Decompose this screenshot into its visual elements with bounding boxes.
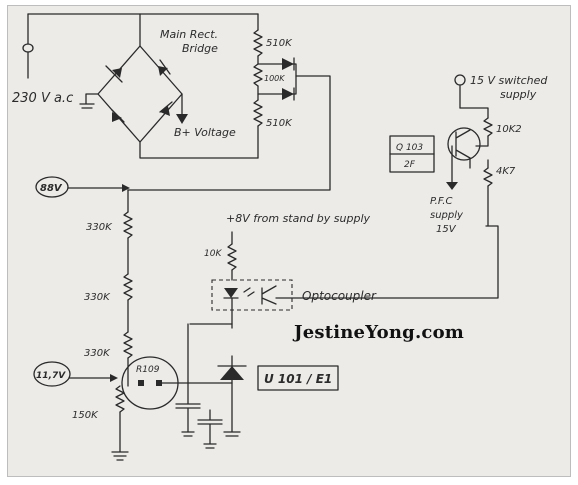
pfc-label-1: P.F.C (430, 196, 452, 207)
r-4k7-label: 4K7 (496, 166, 516, 177)
r-10k2-label: 10K2 (496, 124, 522, 135)
r-330k-3-label: 330K (84, 348, 111, 359)
divider-chain-left (111, 189, 133, 461)
pfc-label-3: 15V (436, 224, 457, 235)
r-510k-top-label: 510K (266, 38, 293, 49)
divider-chain-top (127, 13, 331, 191)
pfc-label-2: supply (430, 210, 464, 221)
r-100k-label: 100K (264, 74, 285, 83)
bridge-rectifier (79, 13, 259, 159)
voltage-117-arrow (33, 361, 118, 387)
q103-code: 2F (404, 160, 416, 170)
rect-label-2: Bridge (182, 42, 218, 55)
r-150k-label: 150K (72, 410, 99, 421)
r-10k-label: 10K (204, 249, 222, 259)
top-rail (22, 13, 259, 79)
capacitors (175, 323, 233, 449)
ac-input-label: 230 V a.c (12, 91, 73, 106)
q103-name: Q 103 (396, 143, 423, 153)
switched-label-1: 15 V switched (470, 74, 548, 87)
standby-branch (211, 231, 293, 437)
voltage-88-arrow (35, 176, 130, 198)
r-330k-1-label: 330K (86, 222, 113, 233)
switched-label-2: supply (500, 88, 537, 101)
r-510k-bot-label: 510K (266, 118, 293, 129)
optocoupler-label: Optocoupler (302, 289, 377, 303)
b-plus-label: B+ Voltage (174, 126, 236, 139)
r109-outline (121, 356, 233, 410)
rect-label-1: Main Rect. (160, 28, 218, 41)
schematic-sheet (7, 5, 571, 477)
optocoupler-box (211, 279, 293, 311)
voltage-88-label: 88V (40, 183, 63, 194)
r109-label: R109 (136, 365, 160, 375)
u101-label: U 101 / E1 (264, 372, 332, 386)
watermark: JestineYong.com (294, 322, 465, 343)
voltage-117-label: 11,7V (36, 371, 66, 381)
r-330k-2-label: 330K (84, 292, 111, 303)
standby-label: +8V from stand by supply (226, 212, 371, 225)
transistor-branch (275, 74, 499, 299)
u101-box (257, 365, 339, 391)
